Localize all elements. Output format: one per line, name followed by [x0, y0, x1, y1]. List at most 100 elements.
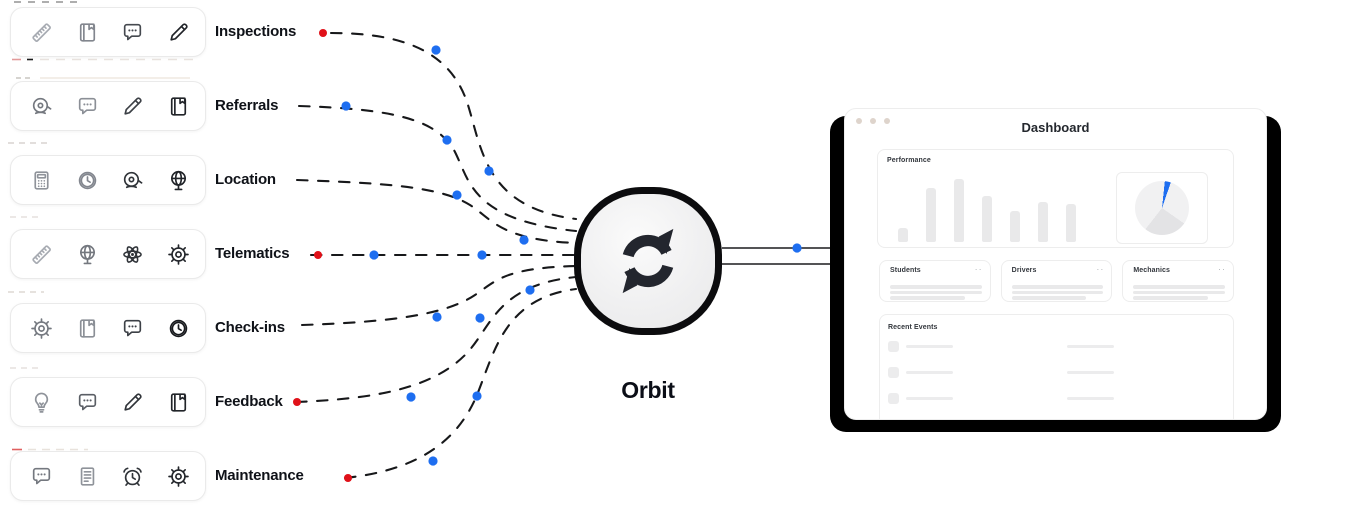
- source-icon-box: [10, 377, 206, 427]
- traffic-light-dots: [856, 118, 890, 124]
- event-row: [880, 367, 1233, 378]
- source-label: Inspections: [215, 23, 297, 40]
- recent-events-label: Recent Events: [888, 324, 938, 331]
- source-row-feedback: Feedback: [10, 377, 430, 427]
- book-icon: [170, 96, 187, 116]
- gear-icon: [168, 243, 189, 265]
- chart-bar: [898, 228, 908, 242]
- source-row-location: Location: [10, 155, 430, 205]
- source-label: Check-ins: [215, 319, 285, 336]
- ruler-icon: [31, 22, 52, 42]
- source-label: Location: [215, 171, 276, 188]
- event-row: [880, 341, 1233, 352]
- placeholder-line: [906, 396, 953, 400]
- event-icon-placeholder: [888, 367, 899, 378]
- clock-icon: [169, 319, 188, 337]
- performance-card: Performance: [877, 149, 1234, 248]
- chart-bar: [954, 179, 964, 242]
- gear-icon: [31, 317, 52, 339]
- chart-bar: [926, 188, 936, 242]
- source-row-referrals: Referrals: [10, 81, 430, 131]
- source-icon-box: [10, 451, 206, 501]
- summary-card-students: Students ··: [879, 260, 991, 302]
- placeholder-line: [1133, 290, 1226, 294]
- summary-card-mechanics: Mechanics ··: [1122, 260, 1235, 302]
- clock-icon: [78, 171, 96, 189]
- chat-icon: [32, 467, 51, 484]
- summary-card-drivers: Drivers ··: [1000, 260, 1113, 302]
- source-label: Telematics: [215, 245, 290, 262]
- chat-icon: [124, 319, 142, 336]
- source-label: Maintenance: [215, 467, 304, 484]
- globe-icon: [79, 244, 95, 264]
- receipt-icon: [80, 466, 94, 486]
- gear-icon: [168, 465, 189, 487]
- card-title: Mechanics: [1133, 267, 1171, 274]
- summary-cards-row: Students ·· Drivers ·· Mechanics ··: [879, 260, 1235, 302]
- chart-bar: [1010, 211, 1020, 242]
- ruler-icon: [31, 244, 52, 264]
- bar-chart: [898, 179, 1076, 242]
- placeholder-line: [1011, 296, 1087, 300]
- event-row: [880, 393, 1233, 404]
- source-icon-box: [10, 7, 206, 57]
- bell-icon: [32, 97, 53, 114]
- pie-card: [1116, 172, 1208, 244]
- source-row-check-ins: Check-ins: [10, 303, 430, 353]
- pencil-icon: [124, 96, 142, 115]
- source-row-maintenance: Maintenance: [10, 451, 430, 501]
- placeholder-line: [1011, 290, 1104, 294]
- recent-events-card: Recent Events: [879, 314, 1234, 419]
- source-icon-box: [10, 303, 206, 353]
- placeholder-line: [1067, 344, 1114, 348]
- event-icon-placeholder: [888, 341, 899, 352]
- source-row-inspections: Inspections: [10, 7, 430, 57]
- pencil-icon: [170, 22, 188, 41]
- calculator-icon: [34, 170, 49, 190]
- bell-icon: [124, 171, 144, 188]
- source-row-telematics: Telematics: [10, 229, 430, 279]
- placeholder-line: [890, 290, 982, 294]
- chart-bar: [982, 196, 992, 242]
- source-label: Referrals: [215, 97, 279, 114]
- source-icon-box: [10, 155, 206, 205]
- window-minimize-dot[interactable]: [870, 118, 876, 124]
- performance-label: Performance: [887, 157, 931, 164]
- card-title: Drivers: [1011, 267, 1037, 274]
- window-title: Dashboard: [1021, 120, 1090, 135]
- book-icon: [79, 318, 95, 338]
- card-menu-button[interactable]: ··: [1218, 264, 1227, 274]
- chat-icon: [124, 23, 142, 40]
- window-zoom-dot[interactable]: [884, 118, 890, 124]
- orbit-logo-icon: [622, 228, 674, 294]
- placeholder-line: [1067, 396, 1114, 400]
- chart-bar: [1038, 202, 1048, 242]
- book-icon: [170, 392, 187, 412]
- placeholder-line: [906, 370, 953, 374]
- card-menu-button[interactable]: ··: [974, 264, 983, 274]
- alarm-icon: [123, 467, 143, 486]
- chat-icon: [78, 393, 96, 410]
- source-label: Feedback: [215, 393, 283, 410]
- globe-icon: [170, 170, 186, 190]
- atom-icon: [123, 244, 143, 264]
- chat-icon: [78, 97, 96, 114]
- placeholder-line: [1067, 370, 1114, 374]
- window-close-dot[interactable]: [856, 118, 862, 124]
- book-icon: [79, 22, 95, 42]
- source-icon-box: [10, 229, 206, 279]
- card-title: Students: [890, 267, 921, 274]
- placeholder-line: [1133, 285, 1226, 289]
- pie-chart: [1135, 181, 1189, 235]
- event-icon-placeholder: [888, 393, 899, 404]
- dashboard-window: Dashboard Performance Students ·· Drivers ·…: [844, 108, 1267, 420]
- placeholder-line: [1011, 285, 1104, 289]
- hub-label: Orbit: [621, 377, 675, 403]
- placeholder-line: [906, 344, 953, 348]
- placeholder-line: [890, 296, 965, 300]
- placeholder-line: [890, 285, 982, 289]
- hub-node: [574, 187, 722, 335]
- card-menu-button[interactable]: ··: [1096, 264, 1105, 274]
- source-icon-box: [10, 81, 206, 131]
